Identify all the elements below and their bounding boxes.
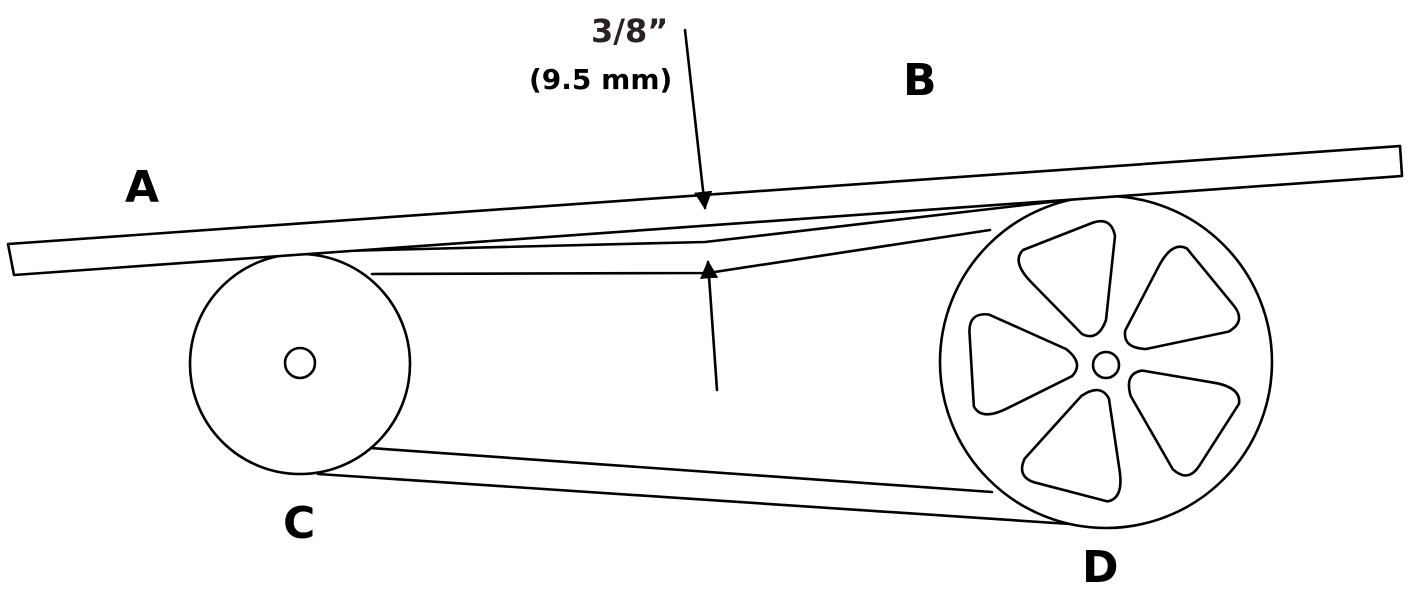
belt-upper-outer-edge [298,196,1087,254]
pulley-d-spoke-openings [968,219,1241,503]
belt-lower-outer-edge [316,472,1072,526]
label-b: B [903,55,937,106]
arrow-up [700,260,719,392]
label-d: D [1082,542,1119,590]
straightedge [6,144,1404,277]
label-a: A [125,162,159,213]
pulley-c [188,252,412,476]
measurement-metric: (9.5 mm) [529,63,672,96]
arrow-down [683,28,713,210]
pulley-d-hub [1091,350,1121,380]
label-c: C [283,498,315,549]
measurement-imperial: 3/8” [591,12,668,50]
pulley-d [938,194,1274,530]
belt-lower-inner-edge [368,446,994,494]
pulley-c-hub [283,346,317,380]
